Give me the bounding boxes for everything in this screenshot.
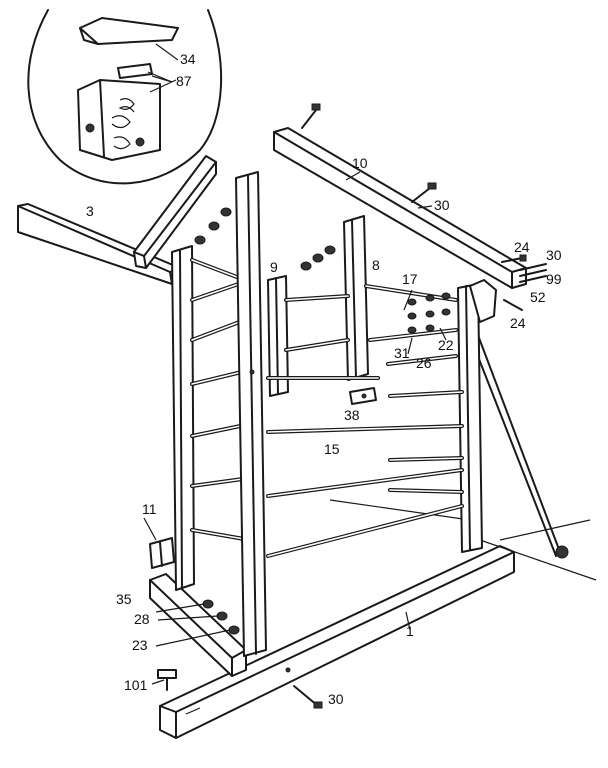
label-part-30-top: 30 <box>434 197 450 213</box>
label-part-10: 10 <box>352 155 368 171</box>
label-part-3: 3 <box>86 203 94 219</box>
label-part-15: 15 <box>324 441 340 457</box>
post-front-main <box>235 171 267 657</box>
label-part-99: 99 <box>546 271 562 287</box>
label-part-34: 34 <box>180 51 196 67</box>
label-part-24-right: 24 <box>510 315 526 331</box>
label-part-30-right: 30 <box>546 247 562 263</box>
label-part-52: 52 <box>530 289 546 305</box>
rungs <box>190 258 464 558</box>
label-part-22: 22 <box>438 337 454 353</box>
label-part-101: 101 <box>124 677 148 693</box>
label-part-23: 23 <box>132 637 148 653</box>
post-rear-right <box>457 283 483 553</box>
leader-lines <box>143 43 447 685</box>
connector-block-38 <box>349 387 377 405</box>
floor-beam-1 <box>159 545 515 739</box>
label-part-26: 26 <box>416 355 432 371</box>
diagonal-brace <box>469 329 569 559</box>
crossbar-upper-left <box>133 155 217 269</box>
part-labels: 34 87 10 30 3 24 30 9 8 17 99 52 24 22 3… <box>86 51 562 707</box>
hardware <box>157 103 547 709</box>
post-8 <box>343 215 369 381</box>
label-part-35: 35 <box>116 591 132 607</box>
detail-inset <box>27 9 223 185</box>
label-part-38: 38 <box>344 407 360 423</box>
corner-bracket-52 <box>469 279 497 323</box>
label-part-28: 28 <box>134 611 150 627</box>
floor-beam-short <box>149 573 247 677</box>
post-9 <box>267 275 289 397</box>
label-part-30-bottom: 30 <box>328 691 344 707</box>
label-part-11: 11 <box>142 501 157 517</box>
post-rear-left <box>171 245 195 591</box>
label-part-8: 8 <box>372 257 380 273</box>
label-part-17: 17 <box>402 271 418 287</box>
label-part-9: 9 <box>270 259 278 275</box>
label-part-87: 87 <box>176 73 192 89</box>
label-part-24-top: 24 <box>514 239 530 255</box>
bracket-11 <box>149 537 175 569</box>
top-beam-10 <box>273 127 527 289</box>
label-part-31: 31 <box>394 345 410 361</box>
label-part-1: 1 <box>406 623 414 639</box>
